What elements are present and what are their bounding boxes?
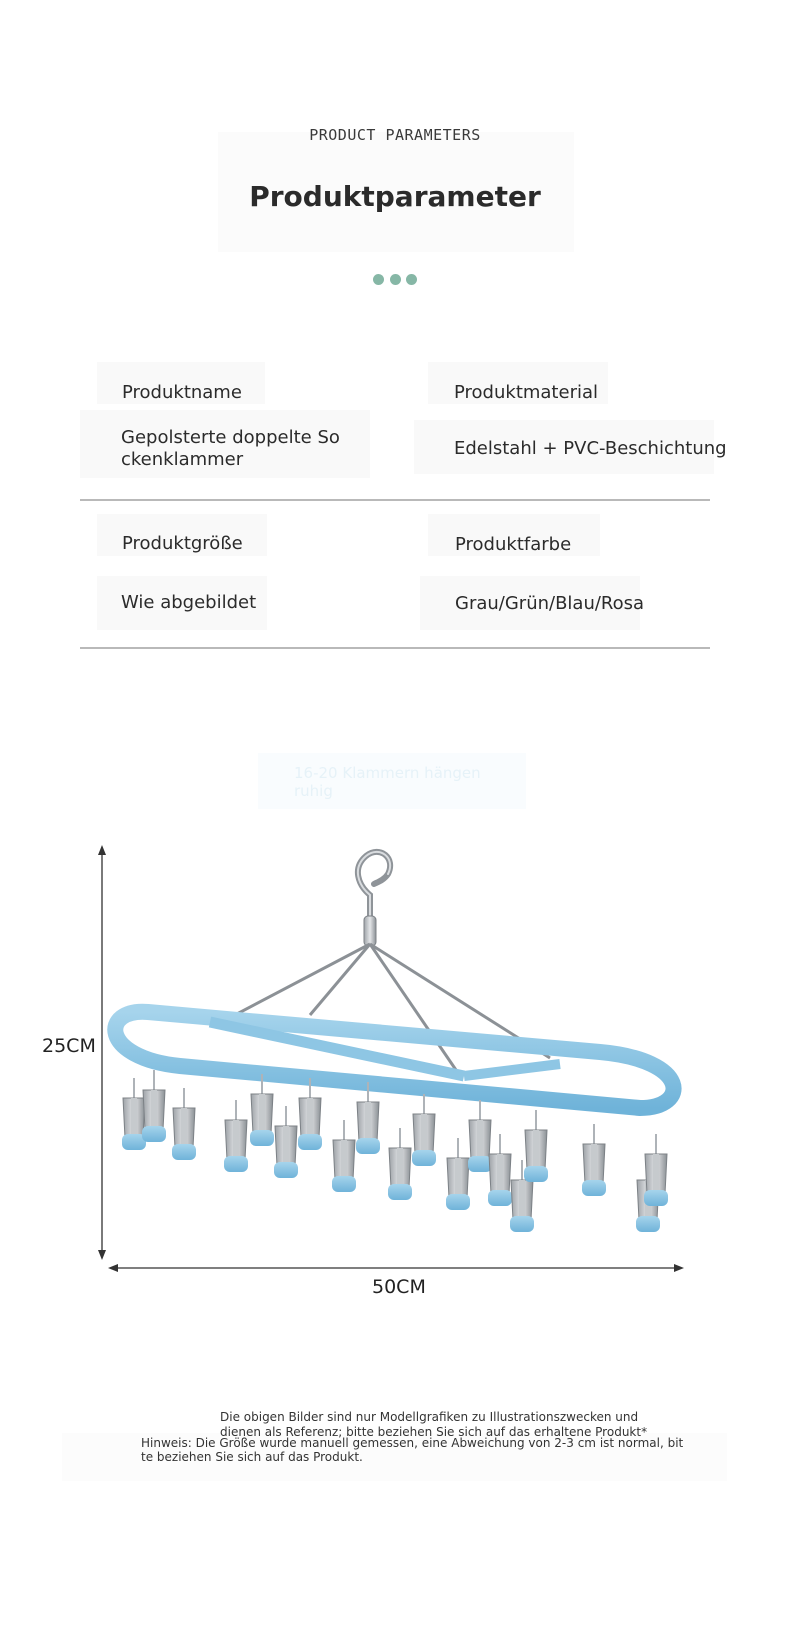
- dot-icon: [373, 274, 384, 285]
- product-material-label: Produktmaterial: [454, 382, 598, 403]
- product-size-label: Produktgröße: [122, 533, 243, 554]
- table-divider: [80, 499, 710, 501]
- product-color-label: Produktfarbe: [455, 534, 572, 555]
- page-title: Produktparameter: [249, 180, 541, 213]
- product-illustration: [98, 845, 684, 1272]
- cell-background: [80, 410, 370, 478]
- arrow-down-icon: [98, 1250, 106, 1260]
- table-divider: [80, 647, 710, 649]
- product-size-value: Wie abgebildet: [121, 592, 257, 613]
- product-color-value: Grau/Grün/Blau/Rosa: [455, 593, 645, 614]
- width-dimension-label: 50CM: [372, 1276, 426, 1298]
- product-material-value: Edelstahl + PVC-Beschichtung: [454, 438, 727, 459]
- note-background: [62, 1433, 727, 1481]
- header-background: [218, 132, 574, 252]
- product-name-label: Produktname: [122, 382, 242, 403]
- arrow-right-icon: [674, 1264, 684, 1272]
- cell-background: [97, 514, 267, 556]
- tagline-background: [258, 753, 526, 809]
- cell-background: [420, 576, 640, 630]
- dot-icon: [389, 274, 401, 285]
- height-dimension-label: 25CM: [42, 1035, 96, 1057]
- decorative-dots: [373, 274, 417, 286]
- product-name-value-line1: Gepolsterte doppelte So: [121, 427, 340, 448]
- tagline: 16-20 Klammern hängen ruhig: [294, 764, 514, 800]
- arrow-up-icon: [98, 845, 106, 855]
- dot-icon: [406, 274, 417, 285]
- hanger-crossbar: [208, 1016, 466, 1082]
- cell-background: [428, 362, 608, 404]
- hanger-frame: [107, 1003, 682, 1116]
- disclaimer-line1: Die obigen Bilder sind nur Modellgrafike…: [220, 1410, 639, 1424]
- cell-background: [97, 576, 267, 630]
- product-name-value-line2: ckenklammer: [121, 449, 244, 470]
- section-eyebrow: PRODUCT PARAMETERS: [309, 126, 481, 144]
- hint-line2: te beziehen Sie sich auf das Produkt.: [141, 1450, 363, 1464]
- cell-background: [428, 514, 600, 556]
- cell-background: [414, 420, 714, 474]
- tagline-line1: 16-20 Klammern hängen: [294, 764, 481, 782]
- arrow-left-icon: [108, 1264, 118, 1272]
- clothespin-clips: [121, 1069, 669, 1233]
- disclaimer-line2: dienen als Referenz; bitte beziehen Sie …: [220, 1425, 648, 1439]
- cell-background: [97, 362, 265, 404]
- hint-line1: Hinweis: Die Größe wurde manuell gemesse…: [141, 1436, 684, 1450]
- tagline-line2: ruhig: [294, 782, 333, 800]
